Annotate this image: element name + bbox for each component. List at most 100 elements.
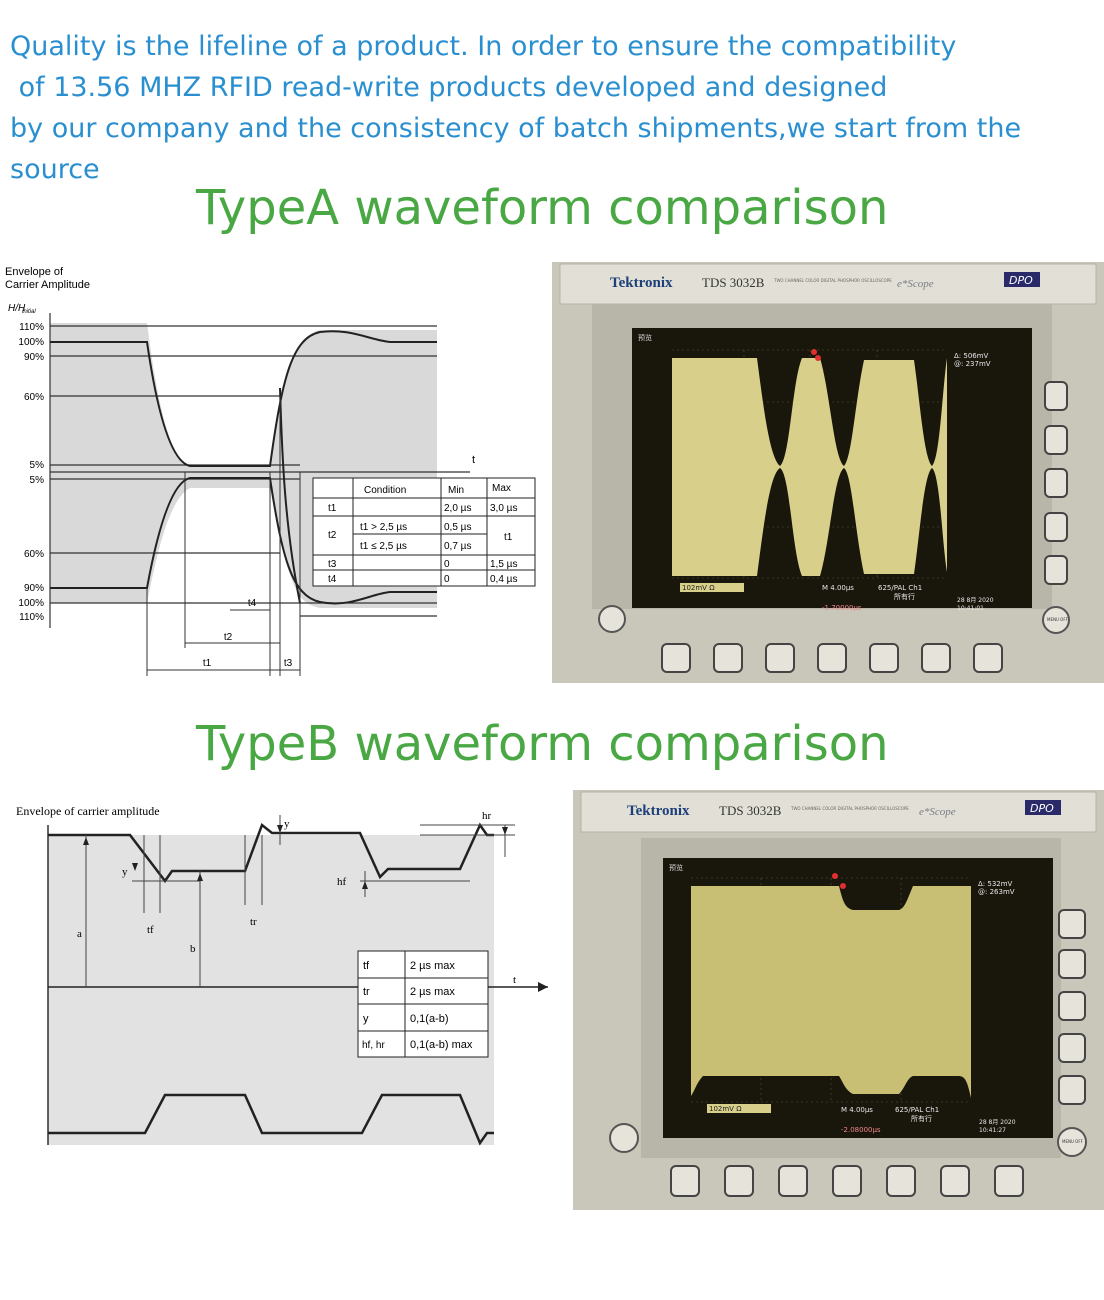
- scope-escope: e*Scope: [897, 278, 934, 290]
- scope-badge-bg: [1004, 272, 1040, 287]
- scope-status: 预览: [638, 333, 652, 342]
- typeb-label-y2: y: [284, 818, 290, 830]
- scope-offset: -2.08000µs: [841, 1126, 881, 1134]
- typea-tick: 60%: [24, 392, 44, 403]
- scope-trigger: 625/PAL Ch1: [895, 1106, 939, 1114]
- intro-paragraph: Quality is the lifeline of a product. In…: [10, 26, 1100, 190]
- scope-time: 10:41:27: [979, 1127, 1006, 1134]
- typea-table-cell: t2: [328, 530, 337, 541]
- scope-bottom-button[interactable]: [670, 1165, 700, 1197]
- typea-table-cell: 1,5 µs: [490, 559, 517, 570]
- typeb-y-title: Envelope of carrier amplitude: [16, 804, 160, 818]
- typea-t4-label: t4: [248, 598, 257, 609]
- scope-date: 28 8月 2020: [957, 597, 994, 604]
- typea-tick: 90%: [24, 583, 44, 594]
- scope-print-button[interactable]: [598, 605, 626, 633]
- typea-t1-label: t1: [203, 658, 212, 669]
- scope-side-button[interactable]: [1044, 381, 1068, 411]
- typeb-table-cell: 2 µs max: [410, 986, 455, 998]
- typea-timing-table: Condition Min Max t1 2,0 µs 3,0 µs t2 t1…: [312, 477, 536, 587]
- scope-bottom-button[interactable]: [973, 643, 1003, 673]
- scope-side-button[interactable]: [1044, 512, 1068, 542]
- typea-y-title-1: Envelope of: [5, 266, 64, 278]
- scope-timebase: M 4.00µs: [822, 584, 854, 592]
- scope-trigger: 625/PAL Ch1: [878, 584, 922, 592]
- scope-bottom-button[interactable]: [724, 1165, 754, 1197]
- scope-timebase: M 4.00µs: [841, 1106, 873, 1114]
- typeb-table-cell: y: [363, 1013, 369, 1025]
- typea-tick: 110%: [19, 612, 44, 623]
- scope-brand: Tektronix: [627, 803, 690, 819]
- scope-menu-off-button[interactable]: [1057, 1127, 1087, 1157]
- typea-tick: 100%: [18, 337, 44, 348]
- intro-line: of 13.56 MHZ RFID read-write products de…: [10, 72, 888, 103]
- scope-side-button[interactable]: [1058, 1075, 1086, 1105]
- scope-side-button[interactable]: [1058, 909, 1086, 939]
- intro-line: by our company and the consistency of ba…: [10, 113, 1022, 144]
- typeb-label-hf: hf: [337, 876, 347, 888]
- scope-readout-at: @: 237mV: [954, 360, 991, 368]
- scope-bottom-button[interactable]: [713, 643, 743, 673]
- scope-menu-off-label: MENU OFF: [1047, 617, 1069, 622]
- typea-tick: 100%: [18, 598, 44, 609]
- scope-badge: DPO: [1030, 802, 1054, 815]
- typea-table-cell: 0,7 µs: [444, 541, 471, 552]
- scope-print-button[interactable]: [609, 1123, 639, 1153]
- intro-line: source: [10, 154, 100, 185]
- typea-table-header: Min: [448, 485, 464, 496]
- scope-bottom-button[interactable]: [940, 1165, 970, 1197]
- scope-bottom-button[interactable]: [832, 1165, 862, 1197]
- intro-line: Quality is the lifeline of a product. In…: [10, 31, 957, 62]
- typea-table-cell: t1 > 2,5 µs: [360, 522, 407, 533]
- typea-tick: 5%: [30, 460, 45, 471]
- typea-table-cell: t1 ≤ 2,5 µs: [360, 541, 407, 552]
- scope-side-button[interactable]: [1044, 468, 1068, 498]
- scope-side-button[interactable]: [1058, 1033, 1086, 1063]
- scope-bottom-button[interactable]: [869, 643, 899, 673]
- typea-tick: 5%: [30, 475, 45, 486]
- typea-tick: 60%: [24, 549, 44, 560]
- typeb-table-cell: 2 µs max: [410, 960, 455, 972]
- scope-side-button[interactable]: [1058, 949, 1086, 979]
- typeb-label-y: y: [122, 866, 128, 878]
- scope-bottom-button[interactable]: [921, 643, 951, 673]
- typea-table-cell: t3: [328, 559, 337, 570]
- scope-side-button[interactable]: [1058, 991, 1086, 1021]
- typeb-label-tr: tr: [250, 916, 257, 928]
- scope-badge-bg: [1025, 800, 1061, 815]
- scope-model-desc: TWO CHANNEL COLOR DIGITAL PHOSPHOR OSCIL…: [773, 278, 892, 283]
- scope-side-button[interactable]: [1044, 555, 1068, 585]
- scope-bottom-button[interactable]: [994, 1165, 1024, 1197]
- typeb-label-hr: hr: [482, 810, 492, 822]
- typeb-table-cell: tf: [363, 960, 370, 972]
- scope-channel-scale: 102mV Ω: [682, 584, 715, 592]
- scope-brand: Tektronix: [610, 275, 673, 291]
- scope-readout-at: @: 263mV: [978, 888, 1015, 896]
- typea-table-cell: t4: [328, 574, 337, 585]
- scope-date: 28 8月 2020: [979, 1119, 1016, 1126]
- typea-tick: 110%: [19, 322, 44, 333]
- scope-bottom-button[interactable]: [661, 643, 691, 673]
- typeb-table-cell: hf, hr: [362, 1040, 385, 1051]
- scope-bottom-button[interactable]: [817, 643, 847, 673]
- scope-escope: e*Scope: [919, 806, 956, 818]
- typeb-timing-diagram: Envelope of carrier amplitude a b y y tf…: [16, 804, 548, 1146]
- scope-bottom-button[interactable]: [886, 1165, 916, 1197]
- scope-model: TDS 3032B: [719, 803, 782, 818]
- typea-table-cell: 0: [444, 559, 450, 570]
- scope-trigger-sub: 所有行: [911, 1114, 932, 1123]
- scope-bottom-button[interactable]: [778, 1165, 808, 1197]
- typea-t-axis-label: t: [472, 454, 475, 466]
- typeb-label-tf: tf: [147, 924, 154, 936]
- typeb-table-cell: 0,1(a-b): [410, 1013, 449, 1025]
- typea-table-cell: 3,0 µs: [490, 503, 517, 514]
- scope-status: 预览: [669, 863, 683, 872]
- typeb-table-cell: 0,1(a-b) max: [410, 1039, 473, 1051]
- typeb-table-cell: tr: [363, 986, 370, 998]
- typea-table-cell: t1: [328, 503, 337, 514]
- scope-bottom-button[interactable]: [765, 643, 795, 673]
- typeb-label-a: a: [77, 928, 82, 940]
- scope-menu-off-button[interactable]: [1042, 606, 1070, 634]
- scope-side-button[interactable]: [1044, 425, 1068, 455]
- typea-table-header: Condition: [364, 485, 406, 496]
